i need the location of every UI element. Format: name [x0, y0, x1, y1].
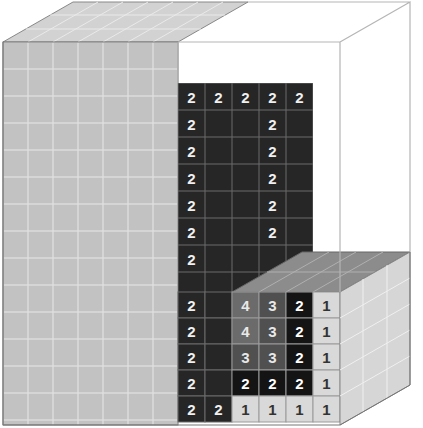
block-cells — [232, 292, 340, 422]
voxel-value: 2 — [187, 89, 195, 104]
voxel-value: 2 — [241, 89, 249, 104]
voxel-value: 4 — [241, 298, 249, 313]
voxel-value: 2 — [187, 197, 195, 212]
voxel-value: 2 — [268, 143, 276, 158]
voxel-value: 3 — [268, 298, 276, 313]
voxel-value: 2 — [187, 350, 195, 365]
voxel-value: 1 — [322, 298, 330, 313]
top-face — [3, 2, 248, 42]
voxel-value: 2 — [187, 224, 195, 239]
front-face — [3, 42, 178, 425]
voxel-value: 1 — [322, 350, 330, 365]
voxel-value: 1 — [295, 402, 303, 417]
voxel-value: 3 — [241, 350, 249, 365]
cube-outline — [3, 42, 410, 425]
voxel-value: 2 — [295, 324, 303, 339]
voxel-value: 2 — [187, 324, 195, 339]
voxel-value: 2 — [268, 224, 276, 239]
voxel-value: 2 — [268, 170, 276, 185]
side-face — [340, 252, 410, 425]
voxel-value: 2 — [187, 170, 195, 185]
voxel-value: 1 — [241, 402, 249, 417]
voxel-value: 2 — [187, 298, 195, 313]
voxel-value: 2 — [241, 376, 249, 391]
voxel-value: 3 — [268, 350, 276, 365]
inner-wall-lower — [178, 292, 232, 422]
voxel-value: 2 — [187, 376, 195, 391]
cutaway-outline — [178, 2, 410, 292]
voxel-value: 1 — [322, 376, 330, 391]
voxel-value: 1 — [322, 402, 330, 417]
voxel-value: 2 — [268, 376, 276, 391]
voxel-value: 3 — [268, 324, 276, 339]
voxel-value: 1 — [322, 324, 330, 339]
voxel-value: 2 — [214, 402, 222, 417]
voxel-value: 2 — [268, 197, 276, 212]
voxel-value: 2 — [187, 143, 195, 158]
voxel-value: 2 — [214, 89, 222, 104]
voxel-value: 2 — [295, 89, 303, 104]
voxel-value: 2 — [268, 89, 276, 104]
voxel-value: 2 — [187, 116, 195, 131]
voxel-value: 4 — [241, 324, 249, 339]
voxel-value: 2 — [187, 251, 195, 266]
voxel-value: 1 — [268, 402, 276, 417]
voxel-value: 2 — [187, 402, 195, 417]
voxel-value: 2 — [268, 116, 276, 131]
voxel-value: 2 — [295, 298, 303, 313]
voxel-value: 2 — [295, 376, 303, 391]
voxel-value: 2 — [295, 350, 303, 365]
